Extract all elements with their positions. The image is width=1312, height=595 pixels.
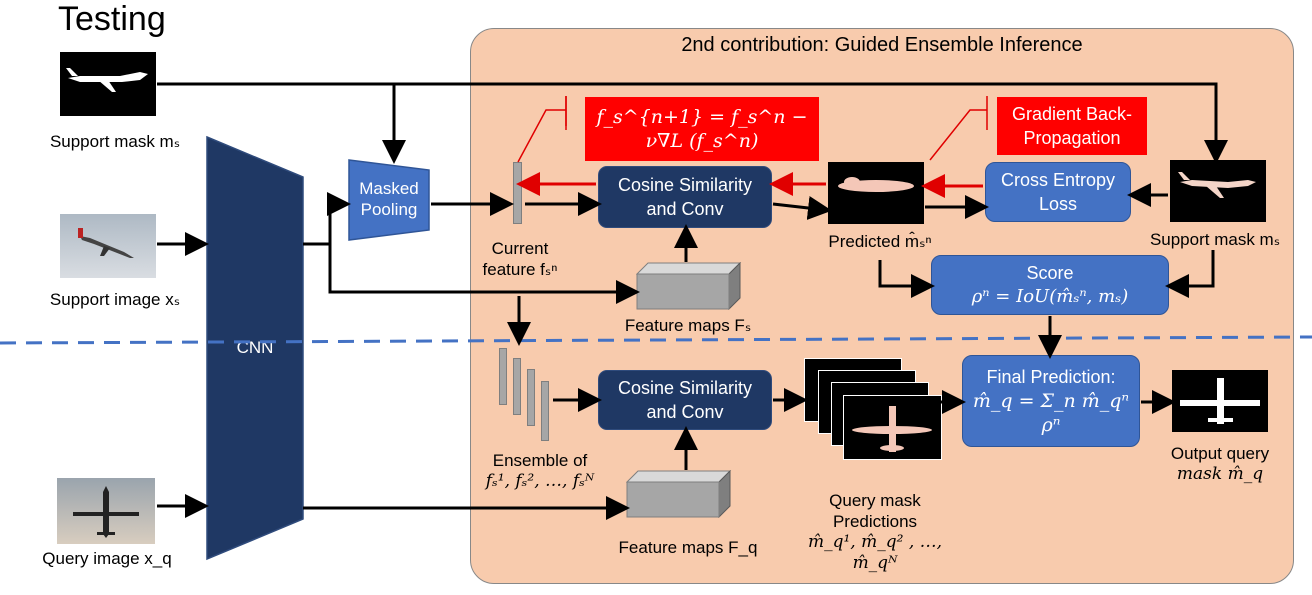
arrow-mask-to-score [1165,250,1215,298]
cnn-block [206,135,304,561]
airplane-mask-icon [1180,378,1260,424]
feature-maps-s-label: Feature maps Fₛ [624,316,752,335]
panel-title: 2nd contribution: Guided Ensemble Infere… [681,34,1083,56]
support-mask-label: Support mask mₛ [49,132,181,151]
divider-line [0,335,1312,345]
ensemble-bar-4 [541,381,549,441]
support-image [60,214,156,278]
airplane-mask-icon [1178,172,1256,198]
query-image [57,478,155,544]
support-image-label: Support image xₛ [49,290,181,309]
airplane-mask-icon [852,406,932,452]
query-image-label: Query image x_q [42,549,172,568]
ensemble-bar-1 [499,348,507,405]
predicted-mask-image [828,162,924,224]
final-prediction-box: Final Prediction:m̂_q = Σ_n m̂_qⁿ ρⁿ [962,355,1140,447]
gradient-backprop-box: Gradient Back-Propagation [997,97,1147,155]
arrow-cnn-to-pooling [303,192,351,246]
support-mask-image [60,52,156,116]
airplane-icon [78,228,134,258]
ensemble-bar-3 [527,369,535,426]
feature-maps-q-label: Feature maps F_q [618,538,758,557]
feature-maps-s-block [636,262,742,310]
arrow-mask-to-right [157,82,1228,164]
arrow-predicted-to-score [878,260,935,298]
support-mask-right-image [1170,160,1266,222]
query-mask-stack-4 [843,395,942,460]
update-formula-box: f_s^{n+1} = f_s^n − ν∇L (f_s^n) [585,97,819,161]
output-query-mask-image [1172,370,1268,432]
predicted-label: Predicted m̂ₛⁿ [828,232,932,251]
page-title: Testing [58,0,166,38]
support-mask-right-label: Support mask mₛ [1149,230,1281,249]
gradient-callout [929,96,988,161]
ensemble-bar-2 [513,358,521,415]
formula-callout [517,96,567,163]
airplane-mask-icon [838,177,914,192]
arrow-cnn-to-fs [328,244,640,304]
airplane-icon [73,486,139,538]
arrow-cosine-to-predicted [772,196,832,220]
airplane-mask-icon [66,68,148,92]
